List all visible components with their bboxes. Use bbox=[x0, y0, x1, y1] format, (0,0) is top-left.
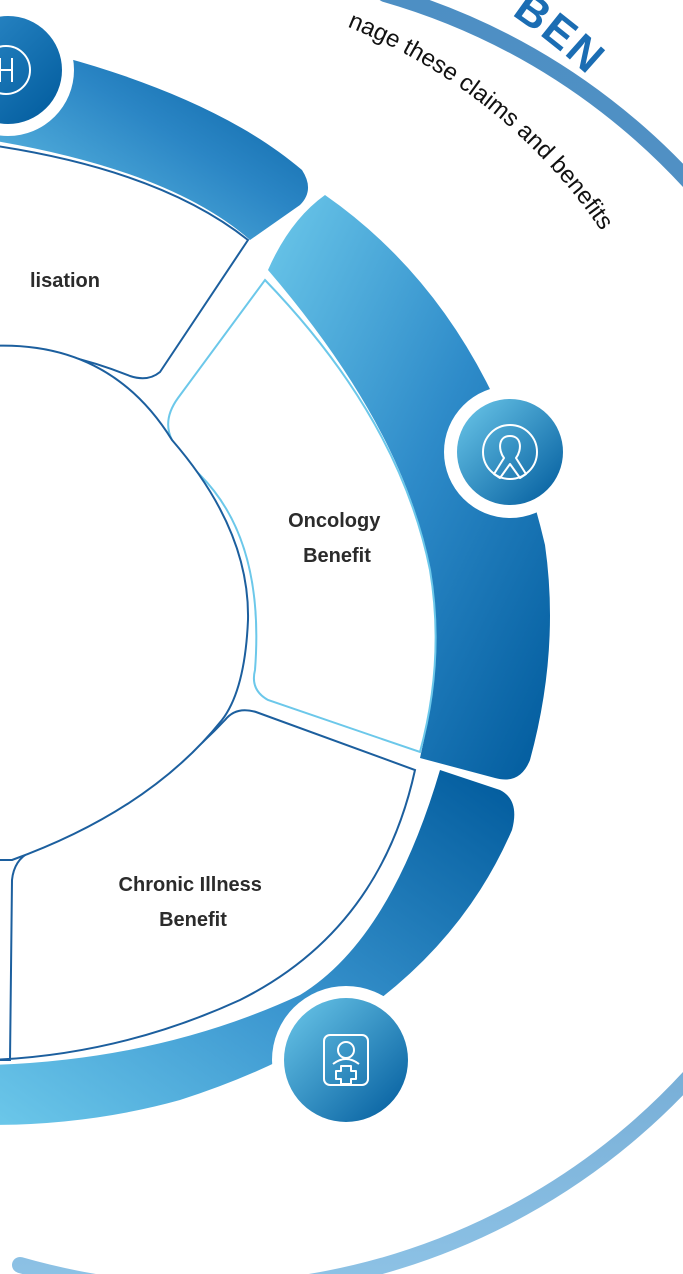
outer-ring bbox=[12, 0, 683, 1274]
segment-band-oncology bbox=[268, 195, 550, 780]
segment-band-chronic bbox=[0, 770, 515, 1125]
patient-medical-cross-icon bbox=[272, 986, 420, 1134]
hospital-h-icon bbox=[0, 4, 74, 136]
segment-band-hospitalisation bbox=[0, 42, 308, 240]
center-hub bbox=[0, 344, 250, 861]
segment-label-oncology: Oncology Benefit bbox=[288, 510, 386, 567]
cancer-ribbon-icon bbox=[444, 386, 576, 518]
segment-label-hospitalisation: lisation bbox=[30, 270, 100, 292]
segment-label-chronic: Chronic Illness Benefit bbox=[119, 874, 268, 931]
